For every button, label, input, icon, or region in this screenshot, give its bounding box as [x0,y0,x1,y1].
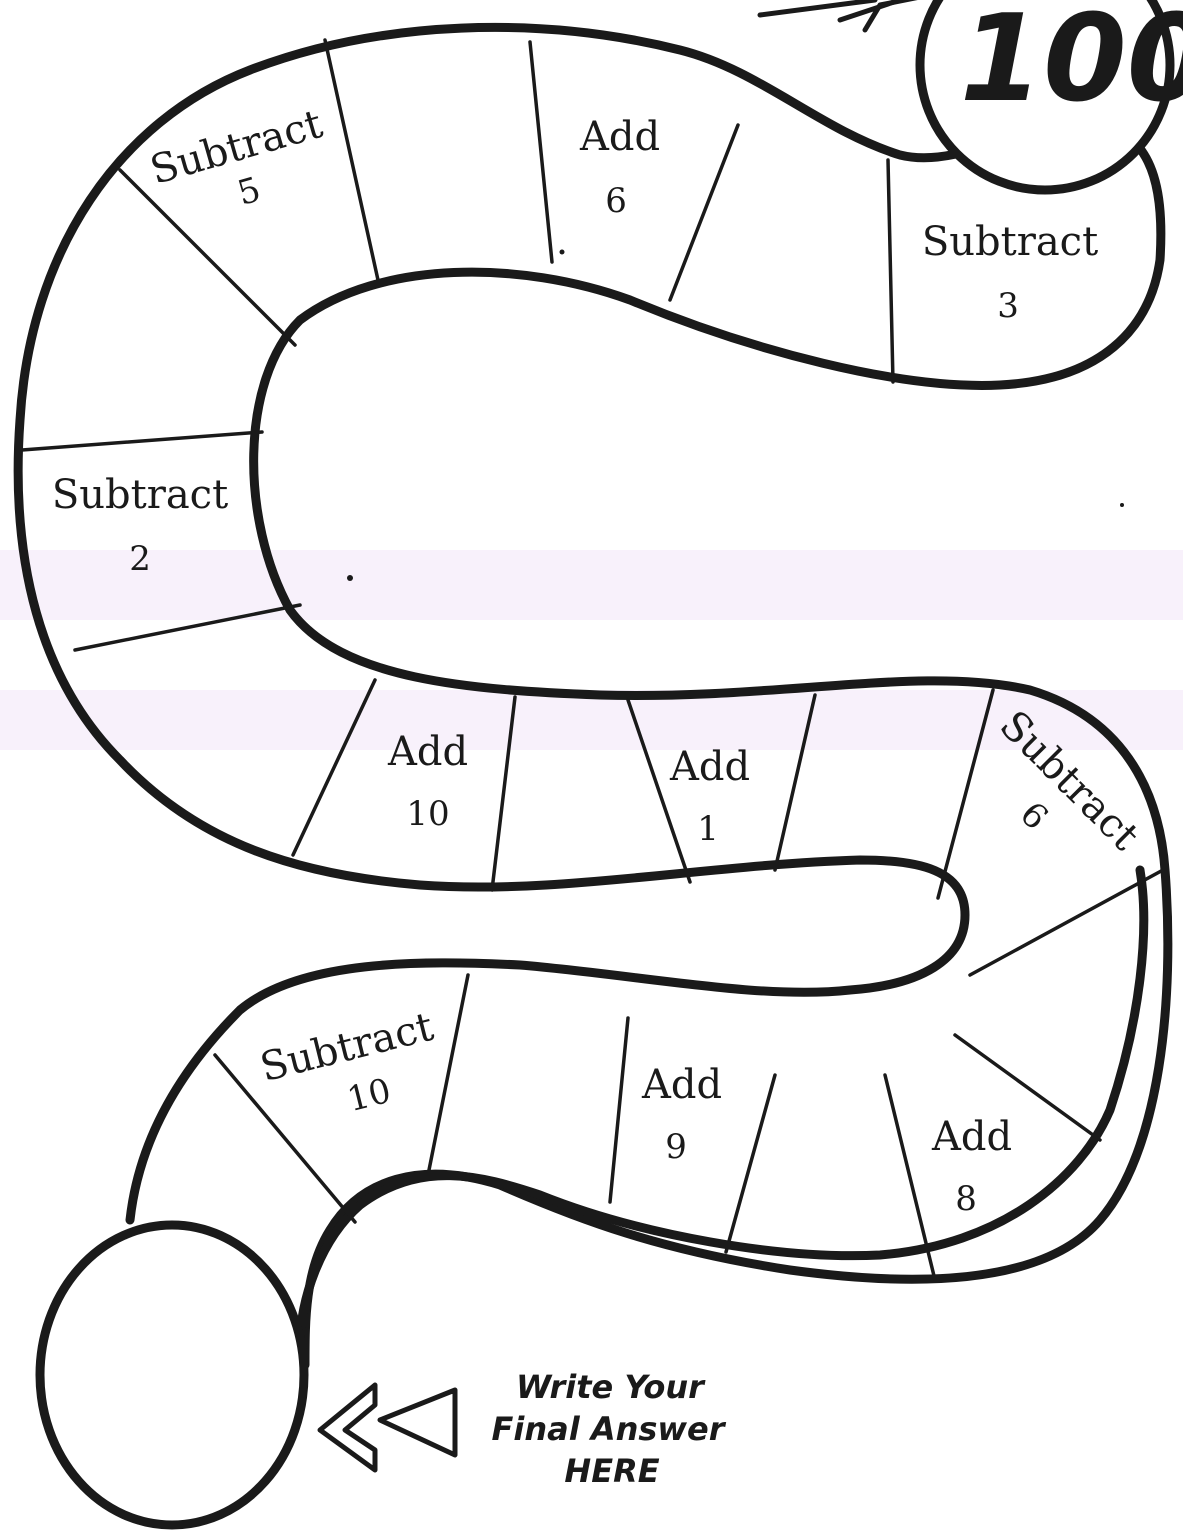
divider [886,158,895,384]
divider [426,973,470,1177]
board-space[interactable]: Subtract 5 [145,101,339,235]
divider [73,603,302,652]
start-value: 100 [960,0,1183,129]
start-circle: 100 [915,0,1183,195]
space-amount: 5 [233,170,265,214]
divider [953,1033,1102,1142]
space-operation: Subtract [52,472,228,518]
space-amount: 1 [697,809,719,849]
space-amount: 8 [955,1179,977,1219]
divider [291,678,377,857]
divider [968,868,1165,977]
space-operation: Add [669,744,750,790]
answer-prompt-line2: Final Answer [492,1410,727,1448]
divider [883,1073,937,1282]
segment-dividers [20,38,1165,1282]
scan-speck [559,249,565,255]
divider [528,40,554,264]
space-amount: 6 [605,181,627,221]
start-arrow-icon [757,0,918,33]
scan-tint-band [0,550,1183,620]
board-space[interactable]: Add 1 [669,744,750,849]
divider [20,430,264,452]
answer-prompt-line1: Write Your [516,1368,706,1406]
divider [936,688,995,900]
space-operation: Subtract [922,219,1098,265]
board-space[interactable]: Add 9 [641,1062,722,1167]
space-operation: Add [579,114,660,160]
path-outer-edge [13,22,1173,1370]
space-amount: 3 [997,286,1019,326]
scan-speck [347,575,353,581]
space-operation: Subtract [256,1004,438,1091]
divider [118,168,297,347]
arrow-left-icon [317,1382,458,1473]
divider [608,1016,630,1204]
space-operation: Add [387,729,468,775]
divider [724,1073,777,1254]
board-space[interactable]: Add 10 [387,729,468,834]
board-space[interactable]: Subtract 10 [256,1004,450,1139]
space-amount: 10 [406,794,449,834]
space-amount: 6 [1012,794,1056,838]
space-operation: Add [931,1114,1012,1160]
board-space[interactable]: Subtract 3 [922,219,1098,326]
board-space[interactable]: Add 6 [579,114,660,221]
divider [668,123,740,302]
space-operation: Add [641,1062,722,1108]
space-amount: 2 [129,539,151,579]
divider [213,1053,357,1224]
divider [490,695,517,892]
board-space[interactable]: Add 8 [931,1114,1012,1219]
board-space[interactable]: Subtract 2 [52,472,228,579]
scan-speck [1120,503,1124,507]
space-amount: 9 [665,1127,687,1167]
divider [773,693,817,872]
divider [323,38,380,282]
final-answer-circle[interactable] [35,1220,309,1530]
divider [626,698,692,884]
path-inner-edge [295,865,1149,1350]
space-amount: 10 [343,1071,395,1120]
answer-prompt-line3: HERE [564,1452,659,1490]
